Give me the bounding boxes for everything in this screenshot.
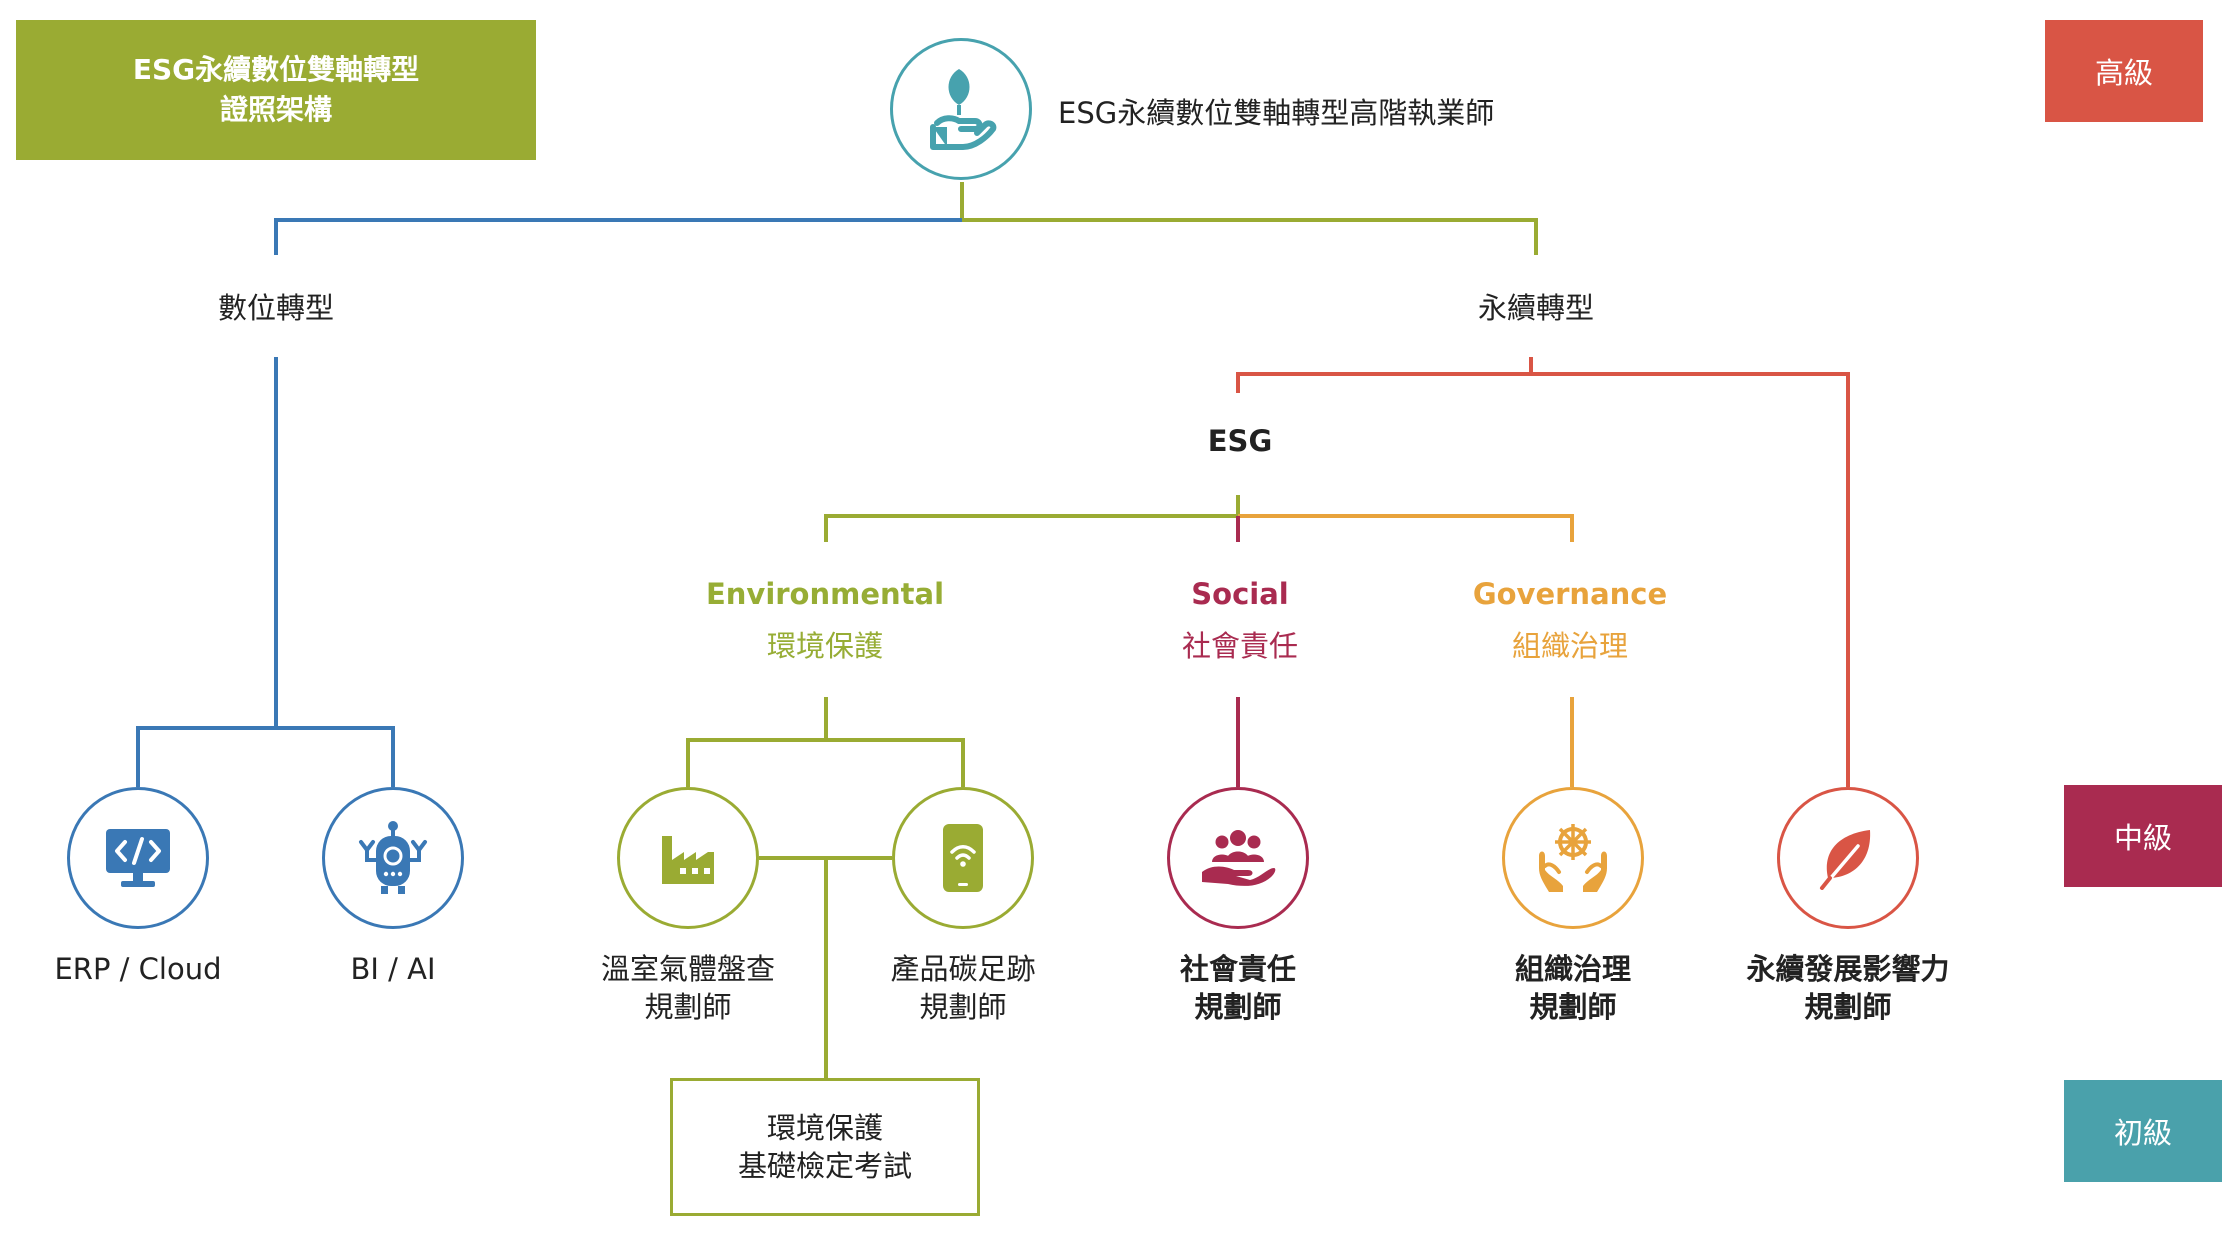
node-social-label-line2: 規劃師 — [1194, 990, 1282, 1024]
node-governance-label: 組織治理 規劃師 — [1413, 950, 1733, 1026]
top-node-circle — [890, 38, 1032, 180]
node-sustainable-impact — [1777, 787, 1919, 929]
node-social-responsibility — [1167, 787, 1309, 929]
node-ghg-label-line2: 規劃師 — [644, 990, 732, 1024]
factory-icon — [662, 836, 714, 884]
node-governance — [1502, 787, 1644, 929]
framework-title-line2: 證照架構 — [219, 93, 332, 126]
pillar-governance-zh: 組織治理 — [1511, 629, 1628, 663]
node-bi-ai-label: BI / AI — [350, 952, 436, 986]
node-governance-label-line1: 組織治理 — [1514, 952, 1631, 986]
level-tag-low: 初級 — [2064, 1080, 2222, 1182]
framework-title-line1: ESG永續數位雙軸轉型 — [132, 53, 420, 86]
node-sustainable-label-line1: 永續發展影響力 — [1746, 952, 1950, 986]
framework-title-box: ESG永續數位雙軸轉型 證照架構 — [16, 20, 536, 160]
node-social-label-line1: 社會責任 — [1179, 952, 1296, 986]
branch-digital-label: 數位轉型 — [217, 291, 334, 325]
node-sustainable-label-line2: 規劃師 — [1804, 990, 1892, 1024]
smartphone-wifi-icon — [943, 824, 983, 892]
level-tag-high: 高級 — [2045, 20, 2203, 122]
basic-exam-box: 環境保護 基礎檢定考試 — [670, 1078, 980, 1216]
pillar-environmental-zh: 環境保護 — [766, 629, 883, 663]
pillar-social-zh: 社會責任 — [1181, 629, 1298, 663]
level-tag-mid: 中級 — [2064, 785, 2222, 887]
people-hand-icon — [1202, 830, 1276, 886]
node-social-label: 社會責任 規劃師 — [1078, 950, 1398, 1026]
node-sustainable-label: 永續發展影響力 規劃師 — [1688, 950, 2008, 1026]
pillar-environmental-en: Environmental — [705, 577, 945, 611]
node-pcf-label-line2: 規劃師 — [919, 990, 1007, 1024]
monitor-code-icon — [106, 829, 170, 887]
pillar-governance-en: Governance — [1472, 577, 1668, 611]
basic-exam-line1: 環境保護 — [766, 1111, 883, 1145]
node-erp-cloud-label: ERP / Cloud — [54, 952, 222, 986]
node-pcf-label-line1: 產品碳足跡 — [890, 952, 1036, 986]
robot-icon — [359, 821, 427, 894]
node-product-carbon-footprint — [892, 787, 1034, 929]
leaf-hand-icon — [930, 69, 997, 150]
node-erp-cloud — [67, 787, 209, 929]
node-governance-label-line2: 規劃師 — [1529, 990, 1617, 1024]
leaf-icon — [1820, 830, 1871, 890]
node-bi-ai — [322, 787, 464, 929]
node-ghg-inventory — [617, 787, 759, 929]
node-pcf-label: 產品碳足跡 規劃師 — [803, 950, 1123, 1026]
pillar-governance: Governance 組織治理 — [1420, 574, 1720, 666]
node-ghg-label-line1: 溫室氣體盤查 — [600, 952, 775, 986]
node-ghg-label: 溫室氣體盤查 規劃師 — [528, 950, 848, 1026]
top-certificate-title: ESG永續數位雙軸轉型高階執業師 — [1058, 96, 1495, 130]
basic-exam-line2: 基礎檢定考試 — [737, 1149, 912, 1183]
helm-hands-icon — [1539, 824, 1607, 892]
pillar-social: Social 社會責任 — [1100, 574, 1380, 666]
pillar-environmental: Environmental 環境保護 — [660, 574, 990, 666]
esg-label: ESG — [1207, 424, 1273, 458]
pillar-social-en: Social — [1191, 577, 1289, 611]
branch-sustain-label: 永續轉型 — [1477, 291, 1594, 325]
